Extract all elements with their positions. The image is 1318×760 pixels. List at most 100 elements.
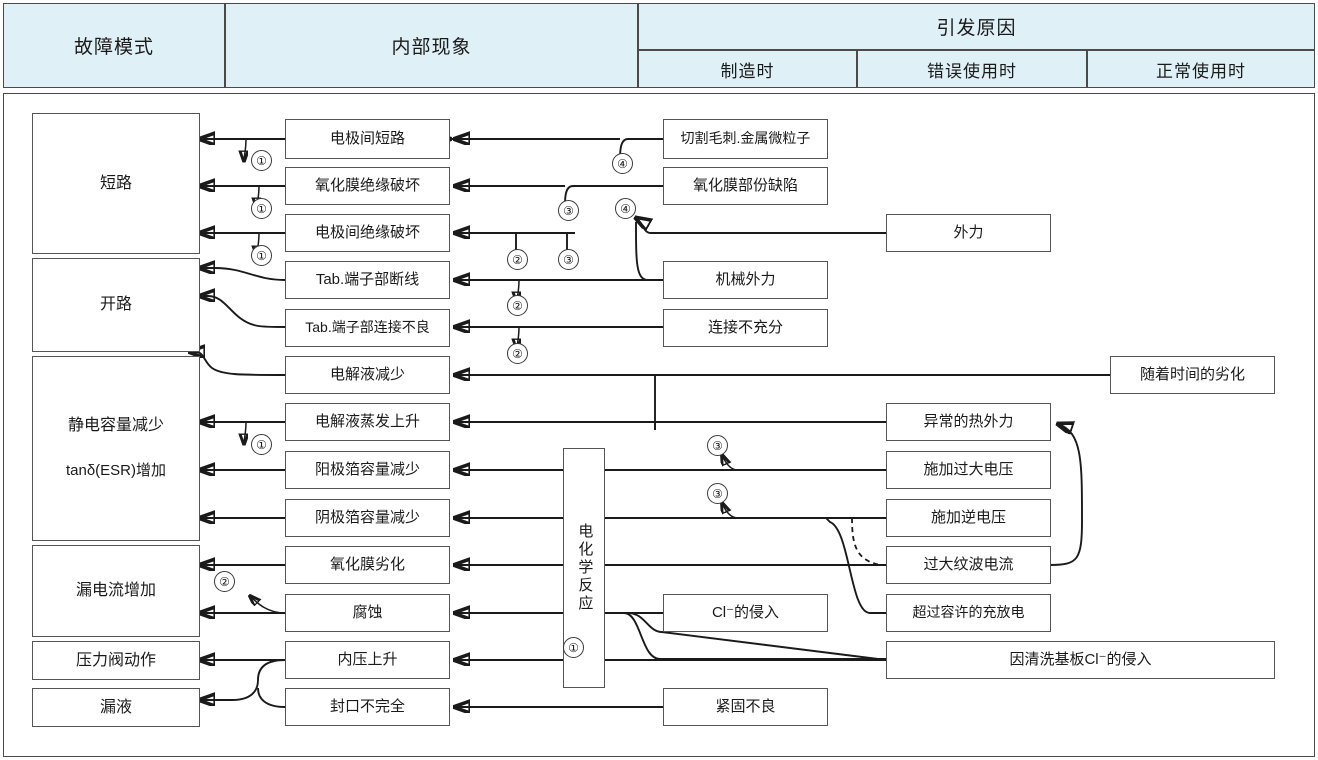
internal-tab-terminal-disconnection[interactable]: Tab.端子部断线 — [285, 261, 450, 299]
marker-1-c-label: ① — [256, 248, 267, 263]
cause-excessive-ripple-current[interactable]: 过大纹波电流 — [886, 546, 1051, 584]
internal-electrolyte-evaporation-rise-label: 电解液蒸发上升 — [314, 412, 420, 430]
marker-3-b-label: ③ — [563, 203, 574, 218]
internal-inter-electrode-short[interactable]: 电极间短路 — [285, 119, 450, 159]
internal-incomplete-sealing-label: 封口不完全 — [329, 697, 405, 715]
failure-mode-capacitance-drop-label-2: tanδ(ESR)增加 — [65, 462, 167, 480]
cause-mechanical-external-force-label: 机械外力 — [715, 270, 776, 288]
marker-2-b: ② — [507, 295, 528, 316]
internal-electrolyte-decrease-label: 电解液减少 — [329, 365, 405, 383]
failure-mode-leakage-current[interactable]: 漏电流增加 — [32, 545, 200, 637]
failure-mode-short-circuit[interactable]: 短路 — [32, 113, 200, 254]
cause-reverse-voltage-applied-label: 施加逆电压 — [930, 508, 1006, 526]
cause-oxide-film-partial-defect-label: 氧化膜部份缺陷 — [692, 176, 798, 194]
marker-2-a-label: ② — [512, 252, 523, 267]
marker-1-a: ① — [251, 150, 272, 171]
header-failure-mode: 故障模式 — [3, 3, 225, 88]
internal-inter-electrode-short-label: 电极间短路 — [329, 129, 405, 147]
marker-2-c-label: ② — [512, 346, 523, 361]
cause-reverse-voltage-applied[interactable]: 施加逆电压 — [886, 499, 1051, 537]
cause-time-degradation[interactable]: 随着时间的劣化 — [1110, 356, 1275, 394]
cause-cut-burr-metal-particles-label: 切割毛刺.金属微粒子 — [680, 130, 811, 147]
cause-cl-intrusion-from-board-cleaning[interactable]: 因清洗基板Cl⁻的侵入 — [886, 641, 1275, 679]
cause-cl-intrusion-from-board-cleaning-label: 因清洗基板Cl⁻的侵入 — [1009, 650, 1152, 668]
cause-insufficient-connection[interactable]: 连接不充分 — [663, 309, 828, 347]
cause-cut-burr-metal-particles[interactable]: 切割毛刺.金属微粒子 — [663, 119, 828, 159]
cause-abnormal-thermal-force-label: 异常的热外力 — [923, 412, 1014, 430]
marker-1-c: ① — [251, 245, 272, 266]
header-internal-phenomenon-label: 内部现象 — [391, 37, 472, 58]
marker-2-d: ② — [214, 571, 235, 592]
marker-4-b-label: ④ — [620, 201, 631, 216]
failure-mode-short-circuit-label: 短路 — [99, 174, 132, 192]
internal-internal-pressure-rise[interactable]: 内压上升 — [285, 641, 450, 679]
failure-mode-capacitance-drop-label-1: 静电容量减少 — [67, 417, 164, 435]
internal-tab-terminal-poor-connection[interactable]: Tab.端子部连接不良 — [285, 309, 450, 347]
cause-time-degradation-label: 随着时间的劣化 — [1139, 365, 1245, 383]
failure-mode-liquid-leak[interactable]: 漏液 — [32, 688, 200, 727]
failure-mode-open-circuit-label: 开路 — [99, 296, 132, 313]
cause-external-force-label: 外力 — [953, 223, 984, 241]
internal-inter-electrode-insulation-breakdown[interactable]: 电极间绝缘破坏 — [285, 214, 450, 252]
marker-2-b-label: ② — [512, 298, 523, 313]
cause-insufficient-connection-label: 连接不充分 — [707, 318, 783, 336]
cause-excessive-voltage-applied[interactable]: 施加过大电压 — [886, 451, 1051, 489]
marker-2-a: ② — [507, 249, 528, 270]
cause-overcharge-discharge-label: 超过容许的充放电 — [912, 604, 1025, 621]
marker-1-b: ① — [251, 198, 272, 219]
cause-overcharge-discharge[interactable]: 超过容许的充放电 — [886, 594, 1051, 632]
cause-cl-ion-intrusion[interactable]: Cl⁻的侵入 — [663, 594, 828, 632]
marker-3-a-label: ③ — [563, 252, 574, 267]
cause-abnormal-thermal-force[interactable]: 异常的热外力 — [886, 403, 1051, 441]
marker-3-d-label: ③ — [712, 486, 723, 501]
marker-1-d: ① — [251, 434, 272, 455]
internal-oxide-film-degradation[interactable]: 氧化膜劣化 — [285, 546, 450, 584]
failure-mode-liquid-leak-label: 漏液 — [99, 698, 132, 716]
header-cause-manufacturing-label: 制造时 — [720, 61, 775, 81]
marker-4-a: ④ — [612, 153, 633, 174]
header-cause-misuse-label: 错误使用时 — [927, 61, 1017, 81]
marker-1-e: ① — [563, 637, 584, 658]
internal-electrolyte-decrease[interactable]: 电解液减少 — [285, 356, 450, 394]
marker-2-d-label: ② — [219, 574, 230, 589]
header-cause-normal-label: 正常使用时 — [1156, 61, 1246, 81]
marker-4-b: ④ — [615, 198, 636, 219]
internal-tab-terminal-poor-connection-label: Tab.端子部连接不良 — [305, 319, 430, 336]
header-cause-label: 引发原因 — [936, 18, 1017, 39]
internal-cathode-foil-capacity-drop[interactable]: 阴极箔容量减少 — [285, 499, 450, 537]
internal-anode-foil-capacity-drop[interactable]: 阳极箔容量减少 — [285, 451, 450, 489]
marker-3-a: ③ — [558, 249, 579, 270]
marker-1-b-label: ① — [256, 201, 267, 216]
cause-cl-ion-intrusion-label: Cl⁻的侵入 — [711, 603, 780, 621]
cause-excessive-ripple-current-label: 过大纹波电流 — [923, 555, 1014, 573]
marker-1-a-label: ① — [256, 153, 267, 168]
internal-corrosion[interactable]: 腐蚀 — [285, 594, 450, 632]
failure-mode-open-circuit[interactable]: 开路 — [32, 258, 200, 352]
marker-3-d: ③ — [707, 483, 728, 504]
header-cause-misuse: 错误使用时 — [857, 50, 1087, 88]
failure-mode-pressure-valve[interactable]: 压力阀动作 — [32, 641, 200, 680]
header-cause: 引发原因 — [638, 3, 1315, 50]
cause-mechanical-external-force[interactable]: 机械外力 — [663, 261, 828, 299]
failure-mode-leakage-current-label: 漏电流增加 — [75, 582, 156, 599]
cause-poor-tightening-text: 紧固不良 — [715, 697, 776, 715]
header-cause-manufacturing: 制造时 — [638, 50, 857, 88]
internal-oxide-film-insulation-breakdown-label: 氧化膜绝缘破坏 — [314, 176, 420, 194]
internal-internal-pressure-rise-label: 内压上升 — [337, 650, 398, 668]
marker-1-d-label: ① — [256, 437, 267, 452]
internal-oxide-film-insulation-breakdown[interactable]: 氧化膜绝缘破坏 — [285, 167, 450, 205]
marker-4-a-label: ④ — [617, 156, 628, 171]
electrochemical-reaction-label: 电化学反应 — [576, 523, 594, 613]
cause-poor-tightening[interactable]: 连接不充分 紧固不良 — [663, 688, 828, 726]
internal-corrosion-label: 腐蚀 — [352, 603, 383, 621]
failure-mode-pressure-valve-label: 压力阀动作 — [75, 651, 156, 669]
internal-cathode-foil-capacity-drop-label: 阴极箔容量减少 — [314, 508, 420, 526]
marker-2-c: ② — [507, 343, 528, 364]
internal-electrolyte-evaporation-rise[interactable]: 电解液蒸发上升 — [285, 403, 450, 441]
failure-mode-capacitance-drop[interactable]: 静电容量减少 tanδ(ESR)增加 — [32, 356, 200, 541]
internal-tab-terminal-disconnection-label: Tab.端子部断线 — [315, 270, 420, 288]
cause-oxide-film-partial-defect[interactable]: 氧化膜部份缺陷 — [663, 167, 828, 205]
cause-external-force[interactable]: 外力 — [886, 214, 1051, 252]
internal-incomplete-sealing[interactable]: 封口不完全 — [285, 688, 450, 726]
